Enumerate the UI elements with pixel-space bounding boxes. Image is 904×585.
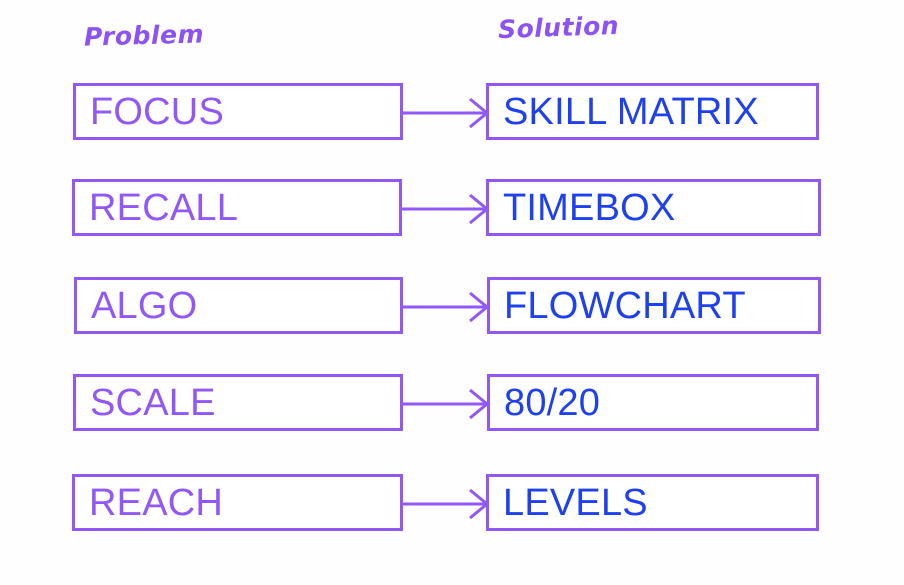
problem-node[interactable]: REACH [72,474,403,531]
solution-node[interactable]: 80/20 [487,374,819,431]
problem-node[interactable]: FOCUS [73,83,403,140]
column-heading-problem: Problem [83,19,205,52]
problem-node-label: RECALL [89,186,239,229]
solution-node-label: TIMEBOX [503,186,676,229]
arrow-right-icon [400,388,490,420]
solution-node[interactable]: LEVELS [486,474,819,531]
arrow-right-icon [400,488,490,520]
diagram-row: FOCUS SKILL MATRIX [0,83,904,143]
arrow-right-icon [400,291,490,323]
arrow-right-icon [400,193,490,225]
problem-node-label: ALGO [91,284,198,327]
solution-node-label: LEVELS [503,481,648,524]
solution-node-label: FLOWCHART [504,284,746,327]
problem-node[interactable]: RECALL [72,179,402,236]
problem-node[interactable]: SCALE [73,374,403,431]
arrow-right-icon [400,97,490,129]
solution-node[interactable]: SKILL MATRIX [486,83,819,140]
diagram-row: RECALL TIMEBOX [0,179,904,239]
column-heading-solution: Solution [497,10,620,45]
solution-node[interactable]: TIMEBOX [486,179,821,236]
problem-node[interactable]: ALGO [74,277,403,334]
problem-node-label: FOCUS [90,90,224,133]
solution-node[interactable]: FLOWCHART [487,277,821,334]
problem-node-label: SCALE [90,381,216,424]
diagram-row: SCALE 80/20 [0,374,904,434]
diagram-row: REACH LEVELS [0,474,904,534]
solution-node-label: 80/20 [504,381,601,424]
solution-node-label: SKILL MATRIX [503,90,759,133]
diagram-row: ALGO FLOWCHART [0,277,904,337]
problem-node-label: REACH [89,481,224,524]
